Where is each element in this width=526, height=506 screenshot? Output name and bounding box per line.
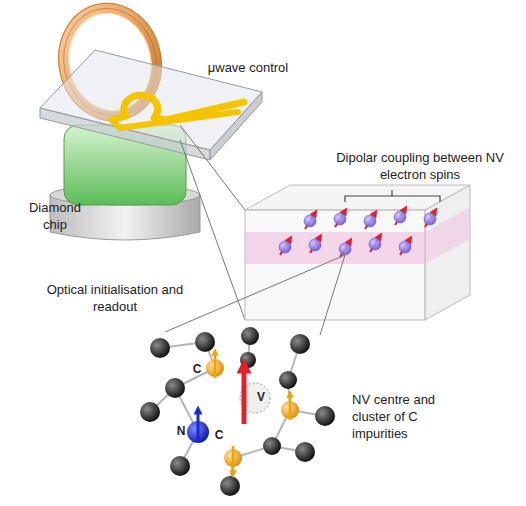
atom-label: V [254,390,268,406]
callout-label: Diamond chip [20,200,90,234]
atom-label: C [212,428,226,444]
callout-label: Dipolar coupling between NV electron spi… [325,150,515,184]
atom-label: C [190,362,204,378]
atom-cluster [140,327,335,496]
bracket [345,190,440,202]
nv-spins [279,209,436,257]
microwave-antenna [112,95,244,128]
zoom-lines [165,255,345,335]
callout-label: NV centre and cluster of C impurities [352,392,462,443]
diamond-slab [245,185,470,320]
callout-label: Optical initialisation and readout [30,282,200,316]
callout-label: μwave control [198,60,298,77]
atom-label: N [174,424,188,440]
zoom-lines [180,125,245,320]
